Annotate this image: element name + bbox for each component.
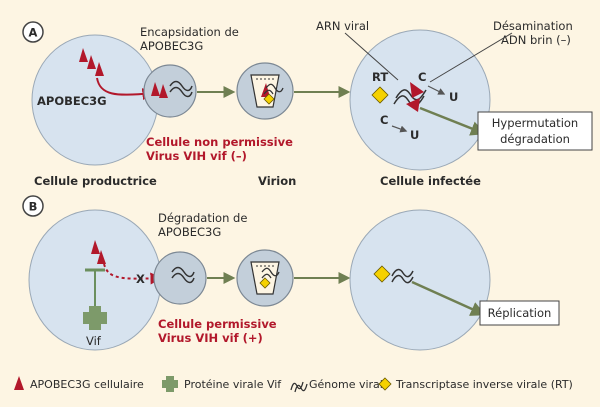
legend-rt-text: Transcriptase inverse virale (RT): [395, 378, 573, 391]
hypermutation-arrow: [419, 106, 486, 136]
legend-genome-icon: [290, 381, 308, 393]
panel-a: A APOBEC3G Encapsidation de APOBEC3G A: [22, 19, 593, 171]
arn-viral-label: ARN viral: [316, 19, 369, 33]
rt-in-capsid-b2: [259, 277, 271, 289]
apobec-infected-a1: [410, 82, 424, 98]
panel-a-badge: [22, 21, 44, 43]
panel-b-badge: [22, 195, 44, 217]
producer-cell-label: Cellule productrice: [34, 174, 157, 188]
encapsidation-arrow: [96, 77, 155, 100]
panel-a-label: A: [29, 26, 38, 40]
blocked-arrow: [103, 263, 163, 285]
genome-virion-a1: [169, 80, 193, 98]
desamination-line2: ADN brin (–): [501, 33, 571, 47]
legend-apobec-icon: [14, 376, 24, 390]
genome-capsid-a2: [263, 83, 284, 95]
apobec-label: APOBEC3G: [37, 94, 107, 108]
genome-virion-b1: [171, 266, 195, 284]
vif-label: Vif: [86, 334, 102, 348]
legend-vif-icon: [162, 376, 178, 392]
rt-diamond-b: [373, 265, 391, 283]
hypermutation-line2: dégradation: [500, 132, 570, 146]
encapsidation-line2: APOBEC3G: [140, 39, 203, 53]
block-cross: X: [136, 272, 145, 286]
replication-arrow: [411, 280, 486, 316]
replication-label: Réplication: [488, 306, 552, 320]
infected-cell-label: Cellule infectée: [380, 174, 481, 188]
legend-vif-text: Protéine virale Vif: [184, 378, 282, 391]
genome-infected-b: [391, 268, 414, 284]
non-permissive-line2: Virus VIH vif (–): [146, 149, 247, 163]
virion-b1: [153, 251, 207, 305]
legend-apobec-text: APOBEC3G cellulaire: [30, 378, 144, 391]
hypermutation-line1: Hypermutation: [492, 116, 578, 130]
genome-capsid-b2: [261, 267, 280, 279]
vif-protein: [83, 306, 107, 330]
permissive-line2: Virus VIH vif (+): [158, 331, 263, 345]
hypermutation-box: [477, 111, 593, 151]
infected-cell-b: [349, 209, 491, 351]
c-label-a1: C: [418, 70, 426, 84]
legend-genome-text: Génome viral: [309, 378, 383, 391]
c-label-a2: C: [380, 113, 388, 127]
virion-label: Virion: [258, 174, 296, 188]
non-permissive-line1: Cellule non permissive: [146, 135, 293, 149]
rt-diamond-a: [371, 86, 389, 104]
degradation-line2: APOBEC3G: [158, 225, 221, 239]
legend: APOBEC3G cellulaire Protéine virale Vif …: [14, 376, 573, 393]
degradation-line1: Dégradation de: [158, 211, 247, 225]
encapsidation-line1: Encapsidation de: [140, 25, 239, 39]
infected-cell-a: [349, 29, 491, 171]
panel-b: B Vif X Dégradation de APOBEC3G Réplicat…: [22, 195, 560, 351]
rt-label: RT: [372, 70, 388, 84]
u-label-a1: U: [449, 90, 458, 104]
panel-b-label: B: [29, 200, 38, 214]
apobec-cluster-a: [79, 48, 104, 76]
apobec-cluster-b: [91, 240, 106, 264]
apobec-in-capsid-a2: [261, 83, 270, 97]
u-label-a2: U: [410, 128, 419, 142]
apobec-in-virion-a1: [151, 82, 168, 98]
permissive-line1: Cellule permissive: [158, 317, 277, 331]
apobec-infected-a2: [406, 98, 420, 112]
legend-rt-icon: [378, 377, 392, 391]
replication-box: [479, 300, 560, 326]
rt-in-capsid-a2: [263, 93, 275, 105]
desamination-line1: Désamination: [493, 19, 573, 33]
